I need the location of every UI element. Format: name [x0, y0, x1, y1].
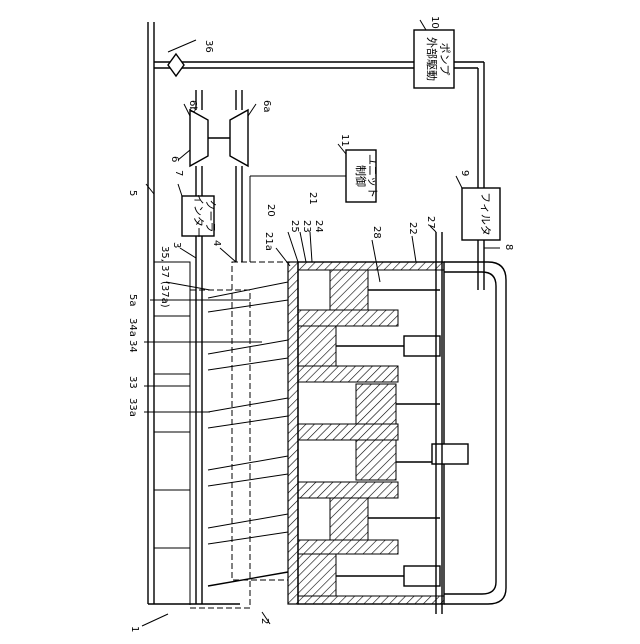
label-6: 6 [169, 156, 180, 162]
pump-box: 外部駆動 ポンプ [414, 30, 454, 88]
label-34a: 34a [127, 318, 138, 337]
label-28: 28 [371, 226, 382, 239]
cylinder-head [288, 262, 298, 604]
label-2: 2 [259, 618, 270, 624]
label-3: 3 [171, 242, 182, 248]
turbine-6a [230, 110, 248, 166]
label-11: 11 [339, 134, 350, 147]
label-21a: 21a [263, 232, 274, 251]
label-33a: 33a [127, 398, 138, 417]
compressor-6b [190, 110, 208, 166]
label-27: 27 [425, 216, 436, 229]
label-25: 25 [289, 220, 300, 233]
filter-box: フィルタ [462, 188, 500, 290]
turbocharger-6 [190, 110, 248, 166]
exhaust-manifold [154, 262, 190, 604]
label-24: 24 [313, 220, 324, 233]
filter-label: フィルタ [479, 192, 492, 236]
pump-label-2: ポンプ [438, 43, 451, 76]
label-36: 36 [203, 40, 214, 53]
valve-36-icon [168, 54, 184, 76]
pump-label-1: 外部駆動 [425, 37, 439, 81]
label-6a: 6a [261, 100, 272, 113]
oil-jacket-8 [444, 262, 506, 604]
label-23: 23 [301, 220, 312, 233]
label-35-37: 35, 37 (37a) [159, 246, 170, 308]
label-20: 20 [265, 204, 276, 217]
ports [208, 282, 288, 586]
label-22: 22 [407, 222, 418, 235]
label-5a: 5a [127, 294, 138, 307]
intercooler-label-2: クーラ [204, 200, 217, 233]
label-6b: 6b [187, 100, 198, 113]
label-33: 33 [127, 376, 138, 389]
label-21: 21 [307, 192, 318, 205]
label-8: 8 [503, 244, 514, 250]
intake-pipes [196, 90, 242, 604]
dashed-region-1 [190, 290, 250, 608]
dashed-region-2 [232, 262, 288, 580]
label-9: 9 [459, 170, 470, 176]
label-34: 34 [127, 340, 138, 353]
intercooler-label-1: インター [192, 194, 205, 238]
label-4: 4 [211, 240, 222, 246]
label-7: 7 [173, 170, 184, 176]
control-label-2: ユニット [366, 154, 379, 198]
label-5: 5 [127, 190, 138, 196]
label-1: 1 [129, 626, 140, 632]
label-10: 10 [429, 16, 440, 29]
control-label-1: 制御 [354, 165, 368, 187]
intercooler-box: インター クーラ [182, 194, 217, 238]
pistons [298, 270, 398, 596]
